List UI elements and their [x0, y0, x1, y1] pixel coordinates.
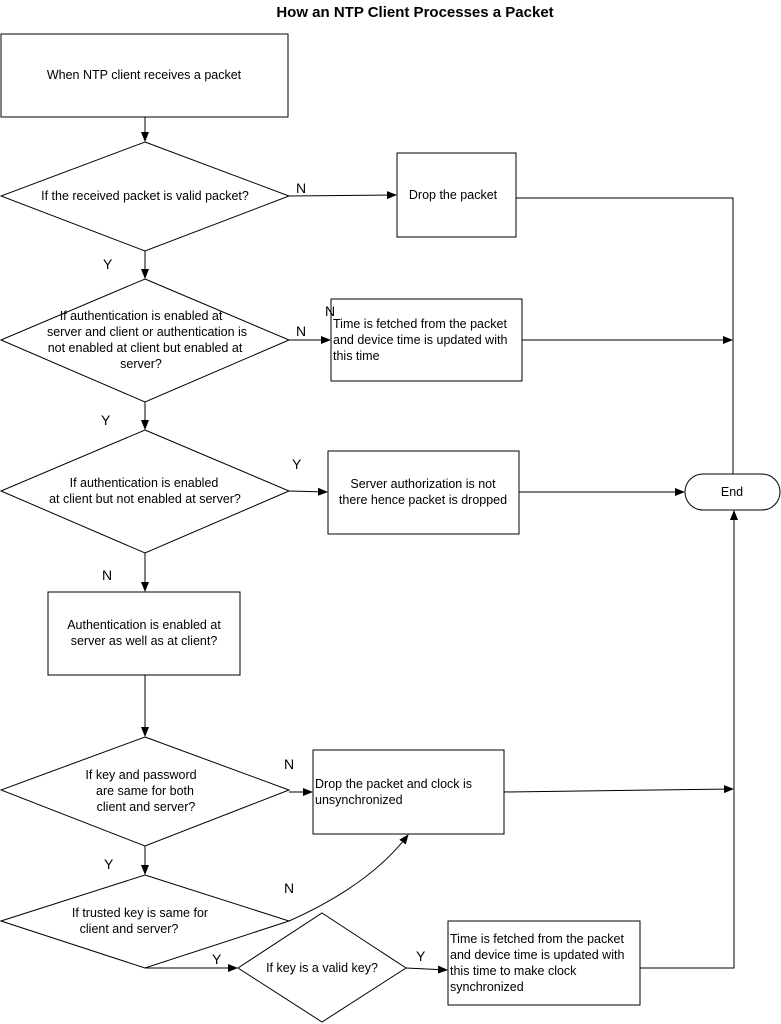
- key-password-line-3: client and server?: [97, 800, 196, 814]
- valid-packet-label: If the received packet is valid packet?: [41, 189, 249, 203]
- label-valid-yes: Y: [103, 256, 113, 272]
- trusted-key-line-1: If trusted key is same for: [72, 906, 208, 920]
- time-fetched-2-line-1: Time is fetched from the packet: [450, 932, 624, 946]
- valid-packet-decision: If the received packet is valid packet?: [0, 141, 291, 252]
- key-password-line-2: are same for both: [96, 784, 194, 798]
- drop-packet-label: Drop the packet: [409, 188, 498, 202]
- end-label: End: [721, 485, 743, 499]
- auth-both-line-2: server as well as at client?: [71, 634, 218, 648]
- time-fetched-1-line-1: Time is fetched from the packet: [333, 317, 507, 331]
- label-trusted-yes: Y: [212, 951, 222, 967]
- edge-time2-to-end: [640, 510, 738, 969]
- auth-client-only-line-1: If authentication is enabled: [70, 476, 219, 490]
- time-fetched-node-1: Time is fetched from the packet and devi…: [330, 298, 523, 382]
- auth-client-only-decision: If authentication is enabled at client b…: [0, 429, 291, 554]
- edge-client-only-yes-to-server-auth: [288, 487, 328, 496]
- label-client-only-no: N: [102, 567, 112, 583]
- auth-both-line-1: Authentication is enabled at: [67, 618, 221, 632]
- trusted-key-decision: If trusted key is same for client and se…: [0, 874, 291, 969]
- drop-unsync-line-2: unsynchronized: [315, 793, 403, 807]
- drop-unsync-node: Drop the packet and clock is unsynchroni…: [312, 749, 505, 835]
- label-auth-yes: Y: [101, 412, 111, 428]
- key-password-decision: If key and password are same for both cl…: [0, 736, 291, 847]
- edge-trusted-no-to-drop: [288, 834, 409, 922]
- key-valid-decision: If key is a valid key?: [237, 912, 407, 1023]
- server-auth-line-2: there hence packet is dropped: [339, 493, 507, 507]
- label-trusted-no: N: [284, 880, 294, 896]
- auth-enabled-decision: If authentication is enabled at server a…: [0, 278, 291, 403]
- key-valid-label: If key is a valid key?: [266, 961, 378, 975]
- server-auth-line-1: Server authorization is not: [350, 477, 496, 491]
- start-node-label: When NTP client receives a packet: [47, 68, 242, 82]
- auth-enabled-line-3: not enabled at client but enabled at: [48, 341, 243, 355]
- start-node: When NTP client receives a packet: [0, 33, 289, 118]
- key-password-line-1: If key and password: [85, 768, 196, 782]
- time-fetched-2-line-3: this time to make clock: [450, 964, 577, 978]
- label-key-password-no: N: [284, 756, 294, 772]
- edge-drop-unsync-to-end-line: [503, 785, 734, 794]
- auth-enabled-line-1: If authentication is enabled at: [60, 309, 223, 323]
- time-fetched-1-line-3: this time: [333, 349, 380, 363]
- auth-client-only-line-2: at client but not enabled at server?: [49, 492, 241, 506]
- time-fetched-node-2: Time is fetched from the packet and devi…: [447, 920, 641, 1006]
- diagram-title: How an NTP Client Processes a Packet: [276, 4, 553, 21]
- label-key-valid-yes: Y: [416, 948, 426, 964]
- time-fetched-2-line-4: synchronized: [450, 980, 524, 994]
- trusted-key-line-2: client and server?: [80, 922, 179, 936]
- label-key-password-yes: Y: [104, 856, 114, 872]
- auth-enabled-line-2: server and client or authentication is: [47, 325, 247, 339]
- edge-key-valid-yes-to-time2: [405, 965, 448, 974]
- end-node: End: [684, 473, 781, 511]
- server-auth-not-there-node: Server authorization is not there hence …: [327, 450, 520, 535]
- auth-enabled-line-4: server?: [120, 357, 162, 371]
- time-fetched-1-line-2: and device time is updated with: [333, 333, 507, 347]
- drop-packet-node: Drop the packet: [396, 152, 517, 238]
- edge-drop-to-end: [516, 197, 734, 474]
- label-auth-no: N: [296, 323, 306, 339]
- drop-unsync-line-1: Drop the packet and clock is: [315, 777, 472, 791]
- auth-both-node: Authentication is enabled at server as w…: [47, 591, 241, 676]
- label-client-only-yes: Y: [292, 456, 302, 472]
- label-valid-no: N: [296, 180, 306, 196]
- time-fetched-2-line-2: and device time is updated with: [450, 948, 624, 962]
- edge-valid-no-to-drop: [288, 191, 397, 200]
- label-auth-no-overlap: N: [325, 303, 335, 319]
